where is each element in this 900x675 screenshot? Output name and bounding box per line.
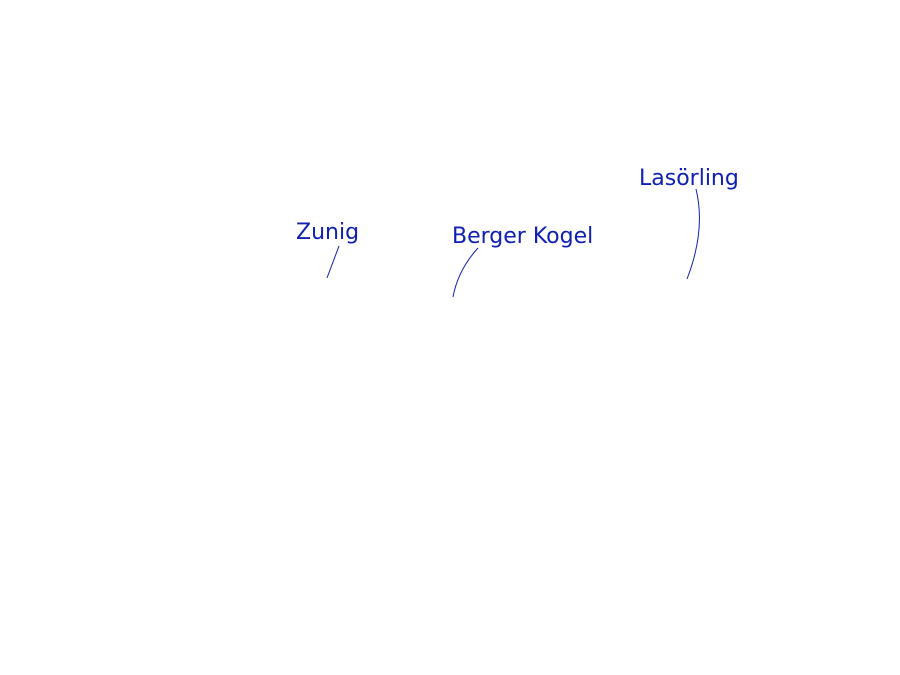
- peak-label-berger-kogel: Berger Kogel: [452, 224, 594, 249]
- leader-line-berger-kogel: [452, 247, 479, 298]
- peak-label-lasoerling: Lasörling: [639, 166, 739, 191]
- leader-line-lasoerling: [686, 188, 700, 280]
- leader-line-zunig: [326, 245, 340, 279]
- peak-label-zunig: Zunig: [296, 220, 360, 245]
